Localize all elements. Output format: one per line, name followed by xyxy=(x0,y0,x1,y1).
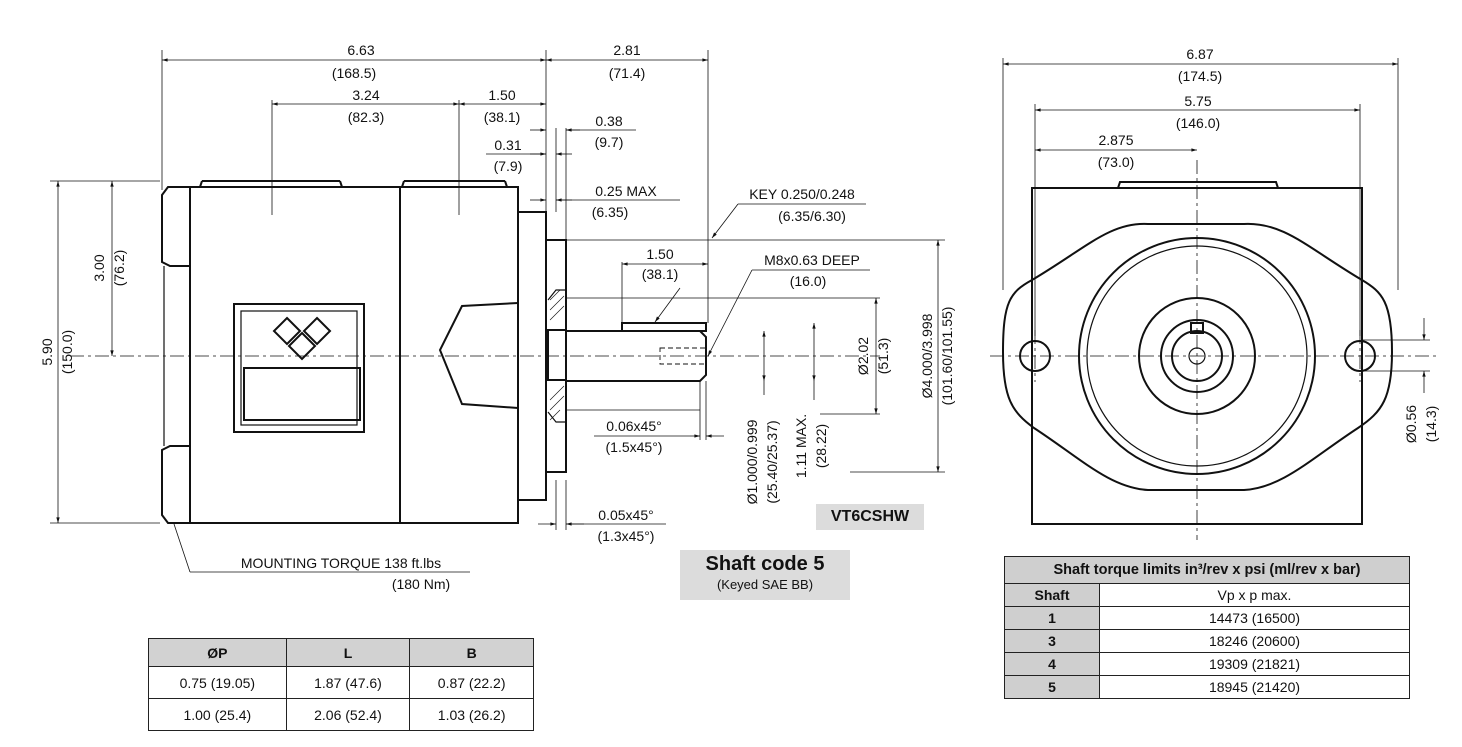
dim-overall-mm: (168.5) xyxy=(332,65,376,81)
dim-202-mm: (51.3) xyxy=(875,338,891,375)
table-cell: 2.06 (52.4) xyxy=(285,698,411,731)
flange-hatch xyxy=(549,289,565,421)
front-dimensions: 6.87 (174.5) 5.75 (146.0) 2.875 (73.0) Ø… xyxy=(1003,46,1439,443)
dim-keylen-mm: (38.1) xyxy=(642,266,679,282)
dim-687-mm: (174.5) xyxy=(1178,68,1222,84)
table-cell: 1.03 (26.2) xyxy=(409,698,534,731)
table-cell: 0.75 (19.05) xyxy=(148,666,287,699)
dim-031-in: 0.31 xyxy=(494,137,521,153)
table-row: 1.00 (25.4) 2.06 (52.4) 1.03 (26.2) xyxy=(148,698,534,731)
table-header-row: Shaft Vp x p max. xyxy=(1004,583,1410,607)
dim-300-mm: (76.2) xyxy=(111,250,127,287)
model-label: VT6CSHW xyxy=(816,504,924,530)
table-cell: 5 xyxy=(1004,675,1100,699)
table-row: 5 18945 (21420) xyxy=(1004,675,1410,699)
dim-pilot-in: Ø4.000/3.998 xyxy=(919,313,935,398)
shaft-torque-table: Shaft torque limits in³/rev x psi (ml/re… xyxy=(1004,556,1410,699)
dim-overall-in: 6.63 xyxy=(347,42,374,58)
dim-shaftdia-in: Ø1.000/0.999 xyxy=(744,419,760,504)
table-cell: 1 xyxy=(1004,606,1100,630)
table-cell: 4 xyxy=(1004,652,1100,676)
table-cell: 1.87 (47.6) xyxy=(285,666,411,699)
dim-shaft-in: 2.81 xyxy=(613,42,640,58)
table-caption: Shaft torque limits in³/rev x psi (ml/re… xyxy=(1004,556,1410,584)
dim-590-in: 5.90 xyxy=(39,338,55,365)
dim-031-mm: (7.9) xyxy=(494,158,523,174)
dim-025-mm: (6.35) xyxy=(592,204,629,220)
dim-300-in: 3.00 xyxy=(91,254,107,281)
col-header: Vp x p max. xyxy=(1099,583,1410,607)
shaft-code-badge: Shaft code 5 (Keyed SAE BB) xyxy=(680,550,850,600)
dim-038-in: 0.38 xyxy=(595,113,622,129)
table-cell: 18945 (21420) xyxy=(1099,675,1410,699)
shaft-code-subtitle: (Keyed SAE BB) xyxy=(716,577,814,592)
table-cell: 1.00 (25.4) xyxy=(148,698,287,731)
dim-key-mm: (6.35/6.30) xyxy=(778,208,846,224)
front-view xyxy=(990,58,1440,540)
table-caption-row: Shaft torque limits in³/rev x psi (ml/re… xyxy=(1004,556,1410,584)
dim-pilot-mm: (101.60/101.55) xyxy=(939,307,955,406)
dim-keylen-in: 1.50 xyxy=(646,246,673,262)
dim-port-flange-mm: (38.1) xyxy=(484,109,521,125)
table-cell: 19309 (21821) xyxy=(1099,652,1410,676)
table-cell: 0.87 (22.2) xyxy=(409,666,534,699)
table-cell: 3 xyxy=(1004,629,1100,653)
dim-006-in: 0.06x45° xyxy=(606,418,661,434)
dim-port-flange-in: 1.50 xyxy=(488,87,515,103)
dim-thread-mm: (16.0) xyxy=(790,273,827,289)
dim-575-in: 5.75 xyxy=(1184,93,1211,109)
side-dimensions: 6.63 (168.5) 2.81 (71.4) 3.24 (82.3) 1.5… xyxy=(39,42,955,592)
dim-key-in: KEY 0.250/0.248 xyxy=(749,186,855,202)
table-row: 3 18246 (20600) xyxy=(1004,629,1410,653)
side-view xyxy=(50,50,945,530)
dim-056-in: Ø0.56 xyxy=(1403,405,1419,443)
table-row: 1 14473 (16500) xyxy=(1004,606,1410,630)
dim-025-in: 0.25 MAX xyxy=(595,183,657,199)
dim-056-mm: (14.3) xyxy=(1423,406,1439,443)
dim-2875-in: 2.875 xyxy=(1098,132,1133,148)
dim-005-mm: (1.3x45°) xyxy=(598,528,655,544)
shaft-code-title: Shaft code 5 xyxy=(705,553,825,575)
col-header: ØP xyxy=(148,638,287,667)
col-header: B xyxy=(409,638,534,667)
dim-thread-in: M8x0.63 DEEP xyxy=(764,252,860,268)
table-cell: 14473 (16500) xyxy=(1099,606,1410,630)
dim-keyh-in: 1.11 MAX. xyxy=(793,414,809,478)
dim-keyh-mm: (28.22) xyxy=(813,424,829,468)
dim-006-mm: (1.5x45°) xyxy=(606,439,663,455)
dim-torque-in: MOUNTING TORQUE 138 ft.lbs xyxy=(241,555,441,571)
logo-icon xyxy=(272,316,332,361)
table-row: 0.75 (19.05) 1.87 (47.6) 0.87 (22.2) xyxy=(148,666,534,699)
dim-590-mm: (150.0) xyxy=(59,330,75,374)
dim-2875-mm: (73.0) xyxy=(1098,154,1135,170)
dim-ports-in: 3.24 xyxy=(352,87,379,103)
port-dimension-table: ØP L B 0.75 (19.05) 1.87 (47.6) 0.87 (22… xyxy=(148,638,534,731)
table-cell: 18246 (20600) xyxy=(1099,629,1410,653)
dim-038-mm: (9.7) xyxy=(595,134,624,150)
dim-ports-mm: (82.3) xyxy=(348,109,385,125)
table-row: 4 19309 (21821) xyxy=(1004,652,1410,676)
col-header: Shaft xyxy=(1004,583,1100,607)
dim-torque-mm: (180 Nm) xyxy=(392,576,450,592)
dim-shaftdia-mm: (25.40/25.37) xyxy=(764,420,780,503)
dim-shaft-mm: (71.4) xyxy=(609,65,646,81)
table-header-row: ØP L B xyxy=(148,638,534,667)
dim-575-mm: (146.0) xyxy=(1176,115,1220,131)
dim-687-in: 6.87 xyxy=(1186,46,1213,62)
dim-005-in: 0.05x45° xyxy=(598,507,653,523)
dim-202-in: Ø2.02 xyxy=(855,337,871,375)
col-header: L xyxy=(285,638,411,667)
